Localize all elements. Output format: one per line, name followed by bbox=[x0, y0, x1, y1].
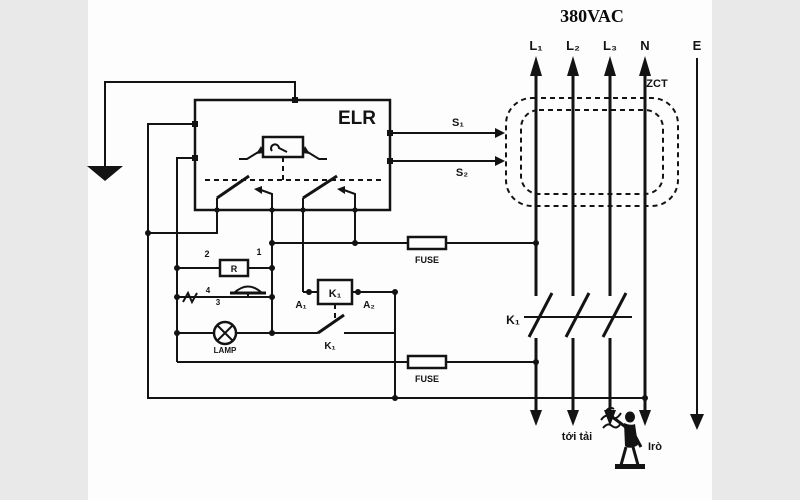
button-terminal-4: 4 bbox=[206, 286, 211, 295]
k1-main-label: K₁ bbox=[506, 313, 520, 327]
indicator-lamp bbox=[212, 320, 238, 346]
power-lines bbox=[530, 56, 651, 426]
label-l3: L₃ bbox=[603, 38, 617, 53]
fuse1-label: FUSE bbox=[415, 255, 439, 265]
resistor-terminal-2: 2 bbox=[204, 249, 209, 259]
label-n: N bbox=[640, 38, 649, 53]
person-figure bbox=[600, 406, 645, 469]
resistor-label: R bbox=[231, 264, 238, 274]
zct-secondary-wires: S₁ S₂ bbox=[390, 117, 505, 179]
a1-label: A₁ bbox=[295, 300, 306, 311]
s2-label: S₂ bbox=[456, 167, 468, 179]
fuse-1: FUSE bbox=[269, 235, 539, 265]
elr-relay: ELR bbox=[192, 97, 393, 213]
label-e: E bbox=[693, 38, 702, 53]
zct-toroid: ZCT bbox=[505, 78, 679, 207]
fuse-2: FUSE bbox=[177, 354, 539, 384]
resistor-terminal-1: 1 bbox=[256, 247, 261, 257]
elr-contact-2 bbox=[302, 174, 356, 210]
label-l1: L₁ bbox=[529, 38, 542, 53]
leakage-current-label: Irò bbox=[648, 441, 662, 453]
button-terminal-3: 3 bbox=[216, 298, 221, 307]
k1-aux-label: K₁ bbox=[324, 341, 335, 352]
k1-aux-contact bbox=[317, 313, 395, 335]
s1-label: S₁ bbox=[452, 117, 464, 129]
elr-contact-1 bbox=[216, 174, 273, 210]
ground-symbol bbox=[87, 166, 123, 181]
shock-marks-icon bbox=[600, 406, 622, 429]
zct-label: ZCT bbox=[646, 78, 668, 90]
elr-coil-icon bbox=[239, 135, 327, 160]
earth-conductor bbox=[690, 58, 704, 430]
diagram-title: 380VAC bbox=[560, 6, 624, 26]
test-circuit: R 2 1 4 3 LAMP bbox=[174, 247, 318, 355]
elr-ground bbox=[87, 81, 296, 181]
k1-coil-circuit: K₁ A₁ A₂ K₁ bbox=[295, 278, 398, 401]
a2-label: A₂ bbox=[363, 300, 375, 311]
elr-label: ELR bbox=[338, 108, 376, 129]
test-resistor bbox=[218, 258, 250, 278]
k1-coil-label: K₁ bbox=[329, 288, 342, 300]
fuse2-label: FUSE bbox=[415, 374, 439, 384]
supply-line-labels: L₁ L₂ L₃ N E bbox=[529, 38, 701, 53]
k1-main-contactor: K₁ bbox=[506, 292, 632, 338]
lamp-label: LAMP bbox=[214, 346, 237, 355]
to-load-label: tới tải bbox=[562, 431, 592, 443]
test-button bbox=[182, 285, 266, 305]
label-l2: L₂ bbox=[566, 38, 580, 53]
